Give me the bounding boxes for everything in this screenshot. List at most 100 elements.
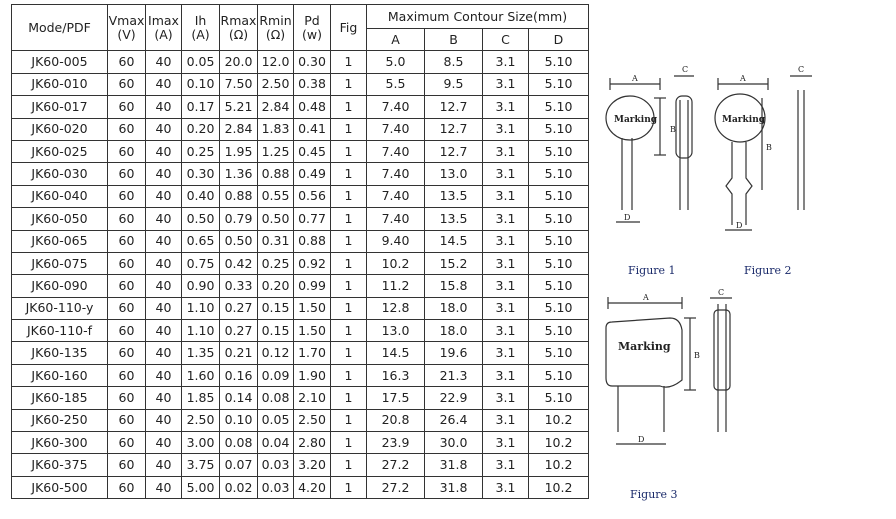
cell-b: 15.2 (424, 251, 483, 276)
cell-d: 10.2 (528, 431, 589, 455)
cell-pd: 3.20 (293, 453, 331, 477)
cell-a: 13.0 (366, 319, 425, 343)
cell-model: JK60-250 (11, 408, 108, 433)
cell-imax: 40 (145, 296, 182, 321)
cell-a: 12.8 (366, 296, 425, 321)
cell-model: JK60-025 (11, 139, 108, 164)
cell-rmin: 0.03 (257, 475, 294, 500)
cell-fig: 1 (330, 363, 367, 388)
cell-imax: 40 (145, 162, 182, 186)
cell-vmax: 60 (107, 207, 146, 231)
cell-c: 3.1 (482, 341, 529, 365)
cell-model: JK60-110-y (11, 296, 108, 321)
cell-fig: 1 (330, 386, 367, 410)
cell-imax: 40 (145, 207, 182, 231)
cell-vmax: 60 (107, 341, 146, 365)
cell-model: JK60-135 (11, 341, 108, 365)
cell-rmax: 0.14 (219, 386, 258, 410)
cell-rmin: 1.25 (257, 139, 294, 164)
cell-model: JK60-040 (11, 184, 108, 209)
cell-rmax: 5.21 (219, 95, 258, 119)
cell-fig: 1 (330, 341, 367, 365)
cell-ih: 0.20 (181, 117, 220, 141)
cell-b: 13.5 (424, 184, 483, 209)
cell-rmax: 0.33 (219, 274, 258, 298)
cell-ih: 0.75 (181, 251, 220, 276)
cell-ih: 1.10 (181, 319, 220, 343)
cell-fig: 1 (330, 274, 367, 298)
fig1-caption: Figure 1 (628, 264, 676, 277)
cell-fig: 1 (330, 207, 367, 231)
cell-c: 3.1 (482, 162, 529, 186)
cell-fig: 1 (330, 184, 367, 209)
fig2-dim-b: B (766, 143, 772, 152)
cell-pd: 2.50 (293, 408, 331, 433)
cell-imax: 40 (145, 50, 182, 74)
cell-a: 7.40 (366, 139, 425, 164)
fig1-dim-c: C (682, 65, 688, 74)
cell-pd: 0.49 (293, 162, 331, 186)
cell-ih: 0.25 (181, 139, 220, 164)
cell-imax: 40 (145, 386, 182, 410)
cell-imax: 40 (145, 251, 182, 276)
cell-fig: 1 (330, 72, 367, 97)
cell-pd: 1.90 (293, 363, 331, 388)
cell-fig: 1 (330, 95, 367, 119)
cell-fig: 1 (330, 453, 367, 477)
cell-rmax: 0.79 (219, 207, 258, 231)
cell-d: 5.10 (528, 95, 589, 119)
cell-rmin: 0.08 (257, 386, 294, 410)
fig1-dim-b: B (670, 125, 676, 134)
cell-a: 27.2 (366, 475, 425, 500)
cell-pd: 0.45 (293, 139, 331, 164)
cell-ih: 1.85 (181, 386, 220, 410)
cell-model: JK60-005 (11, 50, 108, 74)
cell-vmax: 60 (107, 229, 146, 253)
cell-vmax: 60 (107, 319, 146, 343)
cell-vmax: 60 (107, 386, 146, 410)
cell-d: 5.10 (528, 50, 589, 74)
cell-vmax: 60 (107, 363, 146, 388)
cell-a: 7.40 (366, 207, 425, 231)
cell-ih: 0.30 (181, 162, 220, 186)
cell-imax: 40 (145, 319, 182, 343)
cell-vmax: 60 (107, 296, 146, 321)
fig2-marking: Marking (722, 115, 766, 125)
cell-pd: 0.41 (293, 117, 331, 141)
cell-c: 3.1 (482, 363, 529, 388)
cell-imax: 40 (145, 341, 182, 365)
cell-rmin: 0.05 (257, 408, 294, 433)
cell-ih: 1.60 (181, 363, 220, 388)
cell-model: JK60-010 (11, 72, 108, 97)
cell-rmax: 0.88 (219, 184, 258, 209)
cell-c: 3.1 (482, 184, 529, 209)
cell-a: 23.9 (366, 431, 425, 455)
cell-b: 26.4 (424, 408, 483, 433)
cell-a: 20.8 (366, 408, 425, 433)
cell-pd: 2.10 (293, 386, 331, 410)
fig3-dim-d: D (638, 435, 644, 444)
header-contour: Maximum Contour Size(mm) (366, 4, 589, 29)
fig2-dim-d: D (736, 221, 742, 230)
cell-c: 3.1 (482, 453, 529, 477)
cell-c: 3.1 (482, 319, 529, 343)
cell-rmin: 0.20 (257, 274, 294, 298)
cell-rmin: 1.83 (257, 117, 294, 141)
header-fig: Fig (330, 3, 367, 52)
cell-rmax: 1.36 (219, 162, 258, 186)
cell-pd: 0.77 (293, 207, 331, 231)
cell-vmax: 60 (107, 274, 146, 298)
cell-rmin: 2.50 (257, 72, 294, 97)
cell-rmin: 0.12 (257, 341, 294, 365)
cell-rmin: 12.0 (257, 50, 294, 74)
cell-a: 11.2 (366, 274, 425, 298)
cell-vmax: 60 (107, 453, 146, 477)
